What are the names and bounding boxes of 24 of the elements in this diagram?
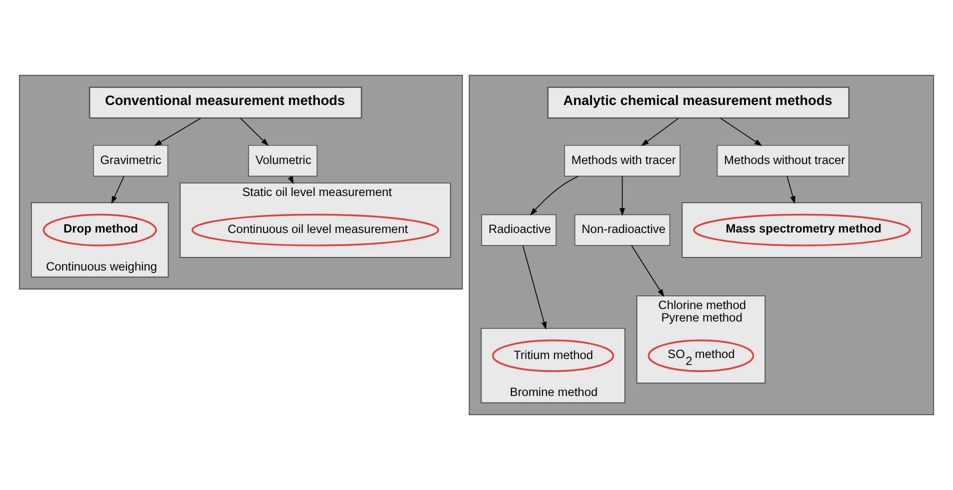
- node-ellipse: Drop method: [42, 214, 157, 246]
- arrow: [111, 176, 124, 204]
- node-box: Analytic chemical measurement methods: [547, 86, 850, 119]
- arrow: [631, 245, 664, 297]
- node-box: Conventional measurement methods: [88, 86, 362, 119]
- node-ellipse: Mass spectrometry method: [693, 214, 911, 246]
- arrow: [522, 245, 547, 330]
- node-box: Non-radioactive: [574, 214, 670, 246]
- cluster: [468, 74, 934, 416]
- arrow: [641, 118, 679, 146]
- arrow: [530, 176, 579, 216]
- arrow: [720, 118, 762, 146]
- node-ellipse: Tritium method: [492, 340, 614, 372]
- arrow: [620, 176, 625, 216]
- node-box: Methods with tracer: [564, 144, 680, 177]
- node-ellipse: Continuous oil level measurement: [192, 214, 440, 246]
- arrow: [786, 176, 796, 204]
- node-box: Gravimetric: [92, 144, 168, 177]
- arrow: [240, 118, 269, 146]
- cluster: [682, 202, 922, 258]
- node-box: Radioactive: [481, 214, 556, 246]
- node-box: Methods without tracer: [716, 144, 850, 177]
- cluster: [19, 74, 463, 290]
- arrow: [154, 118, 202, 146]
